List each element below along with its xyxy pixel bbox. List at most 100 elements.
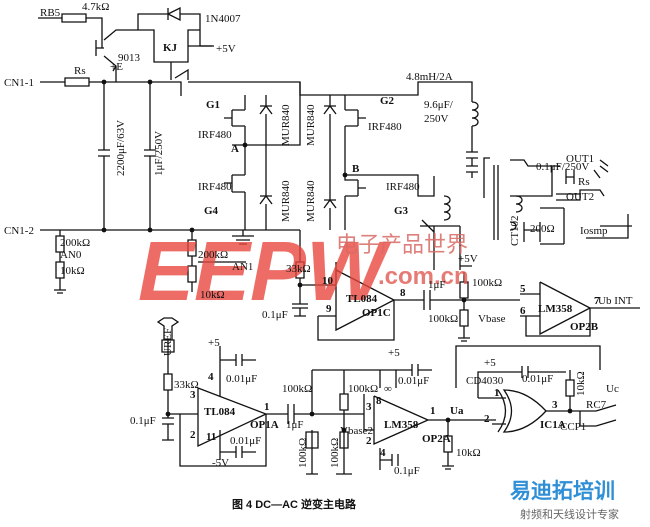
label-c-1u-low: 1μF bbox=[286, 419, 304, 431]
label-plus5v-xor: +5 bbox=[484, 357, 496, 369]
label-xor-pin1: 1 bbox=[494, 387, 500, 399]
label-pin11-a: 11 bbox=[206, 431, 216, 443]
label-r-an1-bot: 10kΩ bbox=[200, 289, 225, 301]
label-out2: OUT2 bbox=[566, 191, 594, 203]
label-c-out-v: 250V bbox=[424, 113, 449, 125]
watermark-brand: EEPW bbox=[138, 224, 392, 318]
label-g3: G3 bbox=[394, 205, 409, 217]
label-pin3-b: 3 bbox=[366, 401, 372, 413]
label-uc: Uc bbox=[606, 383, 619, 395]
label-minus5v: -5V bbox=[212, 457, 229, 469]
label-pin10: 10 bbox=[322, 275, 334, 287]
label-rs-left: Rs bbox=[74, 65, 86, 77]
label-pin2-b: 2 bbox=[366, 435, 372, 447]
label-rc7: RC7 bbox=[586, 399, 607, 411]
label-op2b-chip: LM358 bbox=[538, 303, 573, 315]
label-ua: Ua bbox=[450, 405, 464, 417]
corner-logo: 易迪拓培训 射频和天线设计专家 bbox=[510, 479, 619, 521]
label-iosmp: Iosmp bbox=[580, 225, 608, 237]
label-c-film: 1μF/250V bbox=[153, 131, 165, 176]
label-pin4-a: 4 bbox=[208, 371, 214, 383]
label-c-01-op2a-bot: 0.1μF bbox=[394, 465, 420, 477]
component-labels: RB5 4.7kΩ 9013 KJ 1N4007 +5V CN1-1 CN1-2… bbox=[4, 1, 633, 477]
label-r-100k-b: 100kΩ bbox=[428, 313, 458, 325]
label-an0: AN0 bbox=[60, 249, 82, 261]
label-mur-d4: MUR840 bbox=[305, 180, 317, 222]
label-irf-q1: IRF480 bbox=[198, 129, 232, 141]
label-r-div-bot: 10kΩ bbox=[60, 265, 85, 277]
label-op2a-chip: LM358 bbox=[384, 419, 419, 431]
label-plus5v-mid: +5V bbox=[458, 253, 478, 265]
label-r-33k-mid: 33kΩ bbox=[286, 263, 311, 275]
label-pin1-a: 1 bbox=[264, 401, 270, 413]
label-op1a-chip: TL084 bbox=[204, 406, 236, 418]
eepw-watermark: EEPW 电子产品世界 .com.cn bbox=[138, 224, 469, 318]
label-rs-right: Rs bbox=[578, 176, 590, 188]
label-an1: AN1 bbox=[232, 261, 253, 273]
label-vbase: Vbase bbox=[478, 313, 506, 325]
label-pin7: 7 bbox=[594, 295, 600, 307]
label-node-a: A bbox=[231, 143, 239, 155]
label-c-1u-mid: 1μF bbox=[428, 279, 446, 291]
label-pin4-b: 4 bbox=[380, 447, 386, 459]
label-cn1-1: CN1-1 bbox=[4, 77, 34, 89]
label-r-100k-e: 100kΩ bbox=[297, 438, 309, 468]
label-r-10k-xor: 10kΩ bbox=[575, 371, 587, 396]
label-ccp1: CCP1 bbox=[560, 421, 586, 433]
label-plus5v-op2a: +5 bbox=[388, 347, 400, 359]
label-mur-d1: MUR840 bbox=[280, 104, 292, 146]
label-c-01-low: 0.1μF bbox=[130, 415, 156, 427]
label-pin1-b: 1 bbox=[430, 405, 436, 417]
label-ct: CT102 bbox=[509, 215, 521, 246]
label-r-ct: 200Ω bbox=[530, 223, 555, 235]
label-c-out: 9.6μF/ bbox=[424, 99, 454, 111]
label-c-01-op1a-bot: 0.01μF bbox=[230, 435, 261, 447]
label-r-100k-c: 100kΩ bbox=[282, 383, 312, 395]
label-xor-pin2: 2 bbox=[484, 413, 490, 425]
label-r-base: 4.7kΩ bbox=[82, 1, 109, 13]
watermark-cn: 电子产品世界 bbox=[336, 233, 468, 258]
label-node-b: B bbox=[352, 163, 360, 175]
label-pin9: 9 bbox=[326, 303, 332, 315]
label-plus-e: +E bbox=[110, 61, 123, 73]
label-r-an1-top: 200kΩ bbox=[198, 249, 228, 261]
label-pin6: 6 bbox=[520, 305, 526, 317]
label-xor-pin3: 3 bbox=[552, 399, 558, 411]
label-inf: ∞ bbox=[384, 383, 392, 395]
logo-cn: 易迪拓培训 bbox=[510, 479, 615, 503]
label-pin8-b: 8 bbox=[376, 395, 382, 407]
label-mur-d3: MUR840 bbox=[305, 104, 317, 146]
label-c-load: 0.1μF/250V bbox=[536, 161, 589, 173]
label-r-div-top: 200kΩ bbox=[60, 237, 90, 249]
label-pin2-a: 2 bbox=[190, 429, 196, 441]
label-op1a: OP1A bbox=[250, 419, 279, 431]
label-r-10k-op2a: 10kΩ bbox=[456, 447, 481, 459]
label-rb5: RB5 bbox=[40, 7, 61, 19]
label-c-01-op2a: 0.01μF bbox=[398, 375, 429, 387]
label-r-100k-a: 100kΩ bbox=[472, 277, 502, 289]
label-irf-q4: IRF480 bbox=[386, 181, 420, 193]
label-r-100k-d: 100kΩ bbox=[348, 383, 378, 395]
label-op2a: OP2A bbox=[422, 433, 451, 445]
label-cd4030: CD4030 bbox=[466, 375, 504, 387]
label-op1c: OP1C bbox=[362, 307, 391, 319]
wiring bbox=[38, 6, 640, 475]
label-c-01-mid: 0.1μF bbox=[262, 309, 288, 321]
label-pin3-a: 3 bbox=[190, 389, 196, 401]
label-vbase2: Vbase2 bbox=[340, 425, 373, 437]
label-plus5v-op1a: +5 bbox=[208, 337, 220, 349]
label-diode: 1N4007 bbox=[205, 13, 241, 25]
label-pin8: 8 bbox=[400, 287, 406, 299]
figure-caption: 图 4 DC—AC 逆变主电路 bbox=[232, 497, 357, 511]
junction-dots bbox=[101, 79, 573, 433]
logo-sub: 射频和天线设计专家 bbox=[520, 507, 619, 521]
label-ic1a: IC1A bbox=[540, 419, 566, 431]
watermark-url: .com.cn bbox=[378, 263, 469, 290]
label-op1c-chip: TL084 bbox=[346, 293, 378, 305]
label-c-01-xor: 0.01μF bbox=[522, 373, 553, 385]
label-plus5v-top: +5V bbox=[216, 43, 236, 55]
label-g2: G2 bbox=[380, 95, 395, 107]
label-irf-q3: IRF480 bbox=[198, 181, 232, 193]
label-r-33k-low: 33kΩ bbox=[174, 379, 199, 391]
